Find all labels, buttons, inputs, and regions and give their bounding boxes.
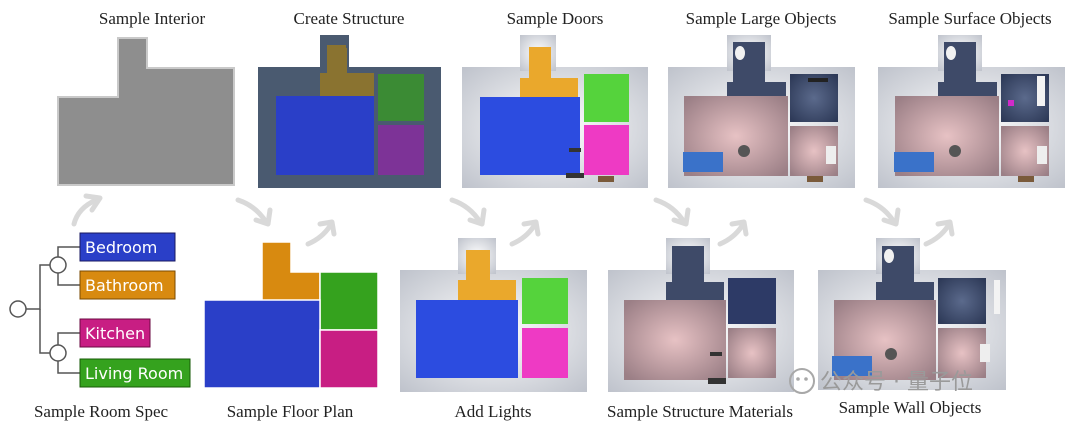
doors-bedroom	[480, 97, 580, 175]
arrow-materials-to-large	[717, 223, 745, 247]
caption-sample-room-spec: Sample Room Spec	[34, 402, 169, 421]
wallobj-kitchen	[938, 328, 986, 378]
room-label-living-room: Living Room	[85, 364, 183, 383]
pipeline-arrows	[71, 193, 955, 247]
arrow-floorplan-to-structure	[305, 223, 333, 247]
structure-bedroom	[276, 96, 374, 175]
caption-sample-wall-objects: Sample Wall Objects	[839, 398, 982, 417]
wechat-icon	[789, 368, 815, 394]
watermark-text: 公众号 · 量子位	[820, 370, 973, 395]
lights-living-room	[522, 278, 568, 324]
tree-node-public	[49, 344, 67, 362]
arrow-large-to-wall	[863, 197, 897, 225]
caption-sample-large-objects: Sample Large Objects	[686, 9, 837, 28]
panel-create-structure: Create Structure	[258, 9, 441, 188]
lights-kitchen	[522, 328, 568, 378]
floorplan-living-room	[319, 271, 379, 331]
room-label-bathroom: Bathroom	[85, 276, 164, 295]
arrow-structure-to-lights	[449, 197, 483, 225]
large-round-table	[738, 145, 750, 157]
caption-sample-surface-objects: Sample Surface Objects	[888, 9, 1051, 28]
arrow-interior-to-floorplan	[235, 197, 269, 225]
room-label-bedroom: Bedroom	[85, 238, 157, 257]
materials-bedroom	[624, 300, 726, 380]
panel-sample-structure-materials: Sample Structure Materials	[607, 238, 794, 421]
tree-root-node	[9, 300, 27, 318]
caption-add-lights: Add Lights	[455, 402, 532, 421]
large-toilet	[735, 46, 745, 60]
doors-living-room	[584, 74, 629, 122]
floorplan-kitchen	[319, 329, 379, 389]
room-tag-living-room	[79, 358, 191, 388]
room-tag-kitchen	[79, 318, 151, 348]
materials-living-room	[728, 278, 776, 324]
floorplan-bedroom	[203, 299, 321, 389]
panel-sample-room-spec: Bedroom Bathroom Kitchen Living Room Sam…	[9, 232, 191, 421]
caption-sample-doors: Sample Doors	[507, 9, 604, 28]
arrow-lights-to-doors	[509, 223, 537, 247]
room-tag-bathroom	[79, 270, 176, 300]
arrow-doors-to-materials	[653, 197, 687, 225]
lights-bedroom	[416, 300, 518, 378]
structure-kitchen	[378, 125, 424, 175]
large-bed	[683, 152, 723, 172]
wallobj-bed	[832, 356, 872, 376]
caption-sample-structure-materials: Sample Structure Materials	[607, 402, 793, 421]
arrow-spec-to-interior	[71, 197, 99, 227]
room-label-kitchen: Kitchen	[85, 324, 145, 343]
caption-sample-interior: Sample Interior	[99, 9, 206, 28]
panel-sample-wall-objects: Sample Wall Objects	[818, 238, 1006, 417]
tree-node-private	[49, 256, 67, 274]
panel-sample-surface-objects: Sample Surface Objects	[878, 9, 1065, 188]
surface-bed	[894, 152, 934, 172]
materials-kitchen	[728, 328, 776, 378]
structure-living-room	[378, 74, 424, 121]
interior-shape	[57, 37, 235, 186]
panel-add-lights: Add Lights	[400, 238, 587, 421]
panel-sample-doors: Sample Doors	[462, 9, 648, 188]
watermark: 公众号 · 量子位	[789, 368, 973, 395]
panel-sample-interior: Sample Interior	[57, 9, 235, 186]
doors-kitchen	[584, 125, 629, 175]
panel-sample-large-objects: Sample Large Objects	[668, 9, 855, 188]
room-tag-bedroom	[79, 232, 176, 262]
panel-sample-floor-plan: Sample Floor Plan	[203, 241, 379, 421]
arrow-wall-to-surface	[923, 223, 951, 247]
caption-sample-floor-plan: Sample Floor Plan	[227, 402, 354, 421]
wallobj-living-room	[938, 278, 986, 324]
caption-create-structure: Create Structure	[294, 9, 405, 28]
